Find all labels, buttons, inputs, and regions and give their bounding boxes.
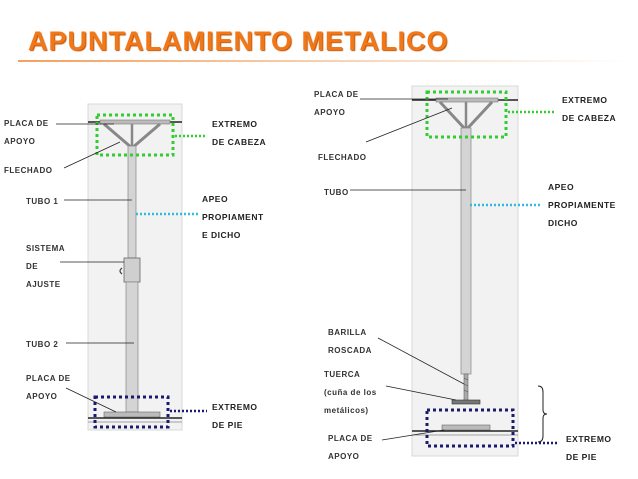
right-tube <box>460 127 472 375</box>
right-foot-box <box>425 408 515 448</box>
left-label-placa-apoyo-bottom: PLACA DE APOYO <box>26 374 71 401</box>
right-label-placa-apoyo-top: PLACA DE APOYO <box>314 90 359 117</box>
right-label-tuerca: TUERCA (cuña de los metálicos) <box>324 370 377 415</box>
left-head-box <box>95 113 175 157</box>
right-label-flechado: FLECHADO <box>318 153 367 162</box>
right-label-extremo-cabeza: EXTREMO DE CABEZA <box>562 95 617 123</box>
left-label-extremo-cabeza: EXTREMO DE CABEZA <box>212 119 267 147</box>
right-foot-plate <box>441 424 491 431</box>
left-head-plate <box>99 119 171 125</box>
left-label-flechado: FLECHADO <box>4 166 53 175</box>
right-prop-diagram <box>350 85 558 457</box>
right-brace-bracket <box>537 385 548 443</box>
left-label-extremo-pie: EXTREMO DE PIE <box>212 402 258 430</box>
right-label-extremo-pie: EXTREMO DE PIE <box>566 434 612 462</box>
left-adjust-pin <box>119 267 123 275</box>
left-label-apeo: APEO PROPIAMENT E DICHO <box>202 194 264 240</box>
title-underline <box>18 60 628 62</box>
left-prop-diagram <box>56 103 207 431</box>
right-label-placa-apoyo-bottom: PLACA DE APOYO <box>328 434 373 461</box>
left-adjust-collar <box>123 257 141 283</box>
left-label-tubo-1: TUBO 1 <box>26 197 59 206</box>
right-label-barilla-roscada: BARILLA ROSCADA <box>328 328 372 355</box>
left-label-sistema-ajuste: SISTEMA DE AJUSTE <box>26 244 66 289</box>
left-label-tubo-2: TUBO 2 <box>26 340 59 349</box>
left-foot-box <box>93 395 170 429</box>
left-foot-plate <box>103 411 161 418</box>
right-label-apeo: APEO PROPIAMENTE DICHO <box>548 182 616 228</box>
right-nut <box>451 399 481 405</box>
right-head-box <box>425 90 508 139</box>
page-title: APUNTALAMIENTO METALICO <box>28 26 449 56</box>
left-label-placa-apoyo-top: PLACA DE APOYO <box>4 119 49 146</box>
left-tube-1 <box>127 145 137 259</box>
right-label-tubo: TUBO <box>324 188 349 197</box>
left-tube-2 <box>125 281 139 413</box>
